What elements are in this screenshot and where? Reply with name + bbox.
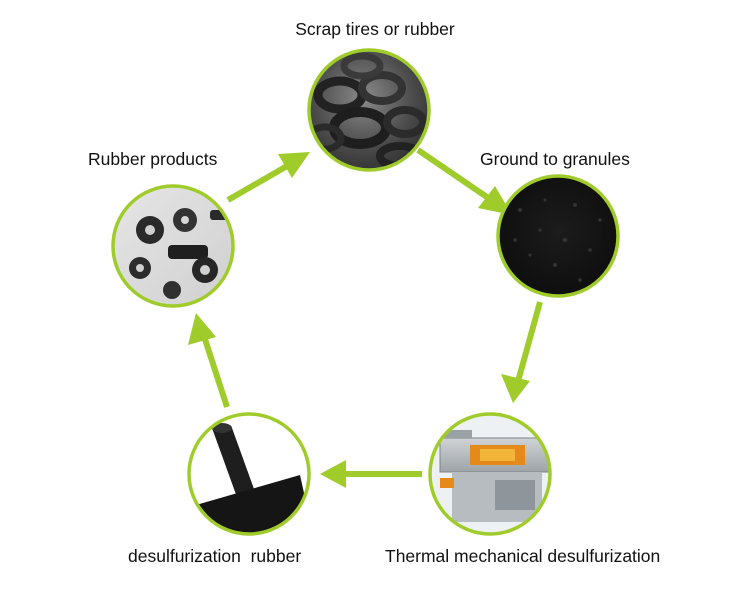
arrow-sheet-to-products xyxy=(199,329,230,408)
arrowhead-thermal-to-sheet xyxy=(320,460,346,488)
stage-label-thermal-desulfurization: Thermal mechanical desulfurization xyxy=(385,546,661,566)
arrow-granules-to-thermal xyxy=(514,301,543,386)
arrowhead-granules-to-thermal xyxy=(501,374,530,403)
arrow-products-to-tires xyxy=(226,159,296,203)
rubber-granules-photo xyxy=(496,174,620,298)
stage-label-scrap-tires: Scrap tires or rubber xyxy=(295,19,455,39)
stage-label-ground-granules: Ground to granules xyxy=(480,149,630,169)
rubber-sheet-roll-photo xyxy=(187,412,311,536)
scrap-tires-photo xyxy=(307,48,431,172)
extruder-machine-photo xyxy=(428,412,552,536)
arrowhead-sheet-to-products xyxy=(188,313,216,345)
arrowhead-products-to-tires xyxy=(278,152,310,178)
cycle-arrows xyxy=(188,147,543,488)
rubber-parts-photo xyxy=(111,184,235,308)
stage-label-rubber-products: Rubber products xyxy=(88,149,218,169)
stage-label-desulfurization-rubber: desulfurization rubber xyxy=(128,546,302,566)
arrow-tires-to-granules xyxy=(416,147,502,209)
